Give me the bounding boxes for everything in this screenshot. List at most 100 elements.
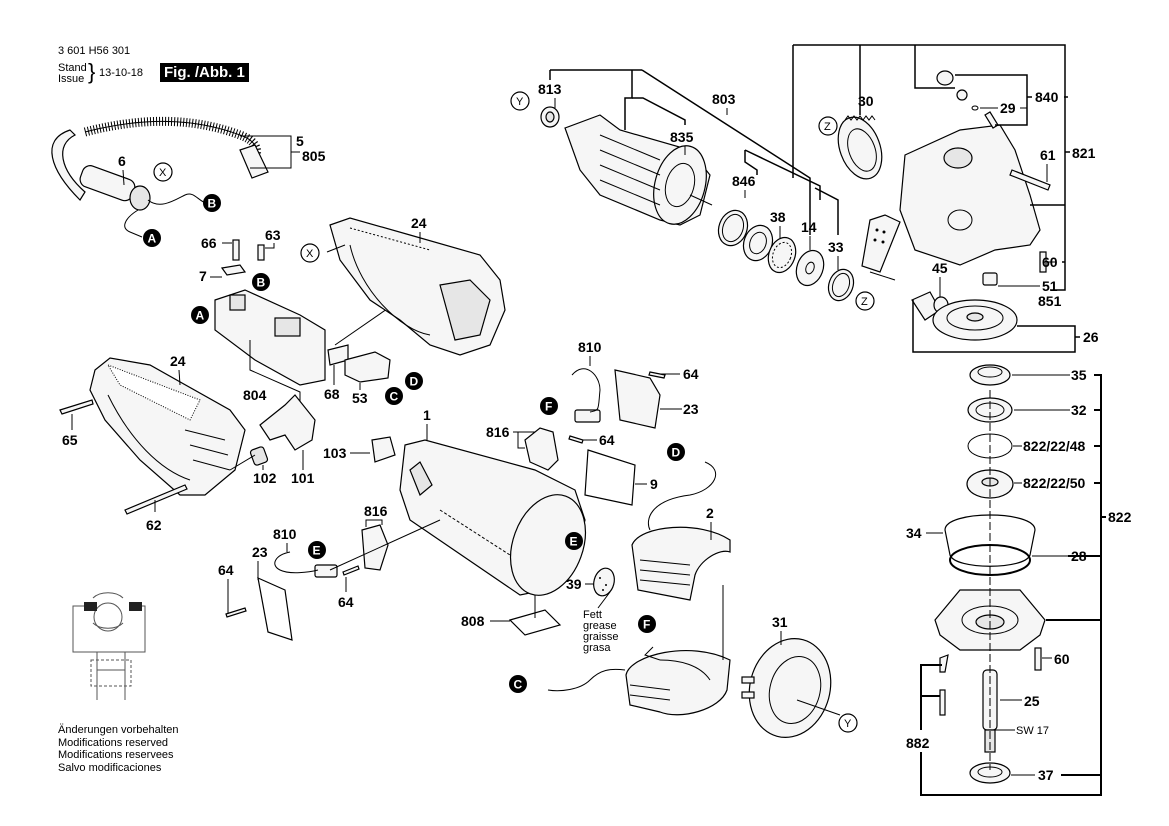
gear-housing-part[interactable] (899, 124, 1041, 266)
armature-part[interactable] (540, 106, 715, 230)
brace: } (88, 59, 96, 84)
callout-61: 61 (1040, 147, 1056, 163)
lever-part[interactable] (249, 394, 316, 466)
lower-callouts: 2 39 Fett grease graisse grasa 808 31 (461, 505, 841, 716)
svg-text:B: B (208, 197, 217, 211)
gear-head-callouts: 30 840 29 61 821 60 51 851 45 26 (793, 44, 1099, 353)
callout-821: 821 (1072, 145, 1096, 161)
ref-z-gear: Z (818, 116, 838, 136)
svg-text:F: F (643, 618, 650, 632)
issue-date: 13-10-18 (99, 67, 144, 79)
motor-housing-part[interactable] (371, 436, 599, 606)
callout-1: 1 (423, 407, 431, 423)
bearing-set-part[interactable] (714, 206, 858, 304)
connector-b-cord: B (203, 194, 221, 212)
brush-upper-callouts: 810 64 23 816 64 9 (486, 339, 717, 531)
svg-text:X: X (159, 167, 167, 179)
svg-text:X: X (306, 248, 314, 260)
connector-d-coil: D (667, 443, 685, 461)
callout-101: 101 (291, 470, 315, 486)
callout-2: 2 (706, 505, 714, 521)
rear-handle-part[interactable] (89, 357, 246, 496)
endcap-part[interactable] (738, 629, 841, 746)
callout-26: 26 (1083, 329, 1099, 345)
field-coil-upper-part[interactable] (631, 526, 731, 601)
brush-holder-upper-part[interactable] (524, 368, 661, 506)
svg-text:Y: Y (516, 96, 524, 108)
callout-32: 32 (1071, 402, 1087, 418)
grease-note-de: Fett (583, 609, 602, 621)
callout-62: 62 (146, 517, 162, 533)
stand-label: Stand (58, 62, 87, 74)
callout-60-upper: 60 (1042, 254, 1058, 270)
svg-text:Z: Z (861, 296, 868, 308)
callout-813: 813 (538, 81, 562, 97)
svg-text:C: C (514, 678, 523, 692)
large-bevel-gear-part[interactable] (932, 299, 1018, 341)
cord-callouts: 5 805 6 (118, 133, 326, 238)
connector-f-brush: F (540, 397, 558, 415)
callout-68: 68 (324, 386, 340, 402)
callout-37: 37 (1038, 767, 1054, 783)
svg-text:D: D (672, 446, 681, 460)
power-cord-part[interactable] (51, 116, 269, 211)
callout-9: 9 (650, 476, 658, 492)
spindle-callouts: 35 32 822/22/48 822/22/50 822 34 28 60 2… (906, 367, 1132, 796)
bevel-gear-small-part[interactable] (830, 111, 889, 185)
callout-65: 65 (62, 432, 78, 448)
callout-25: 25 (1024, 693, 1040, 709)
issue-label: Issue (58, 73, 85, 85)
callout-805: 805 (302, 148, 326, 164)
connector-e-coil: E (565, 532, 583, 550)
callout-5: 5 (296, 133, 304, 149)
switch-part[interactable] (214, 239, 391, 386)
callout-51: 51 (1042, 278, 1058, 294)
callout-31: 31 (772, 614, 788, 630)
connector-a-switch: A (191, 306, 209, 324)
callout-816-lower: 816 (364, 503, 388, 519)
grease-cap-part[interactable] (591, 566, 618, 598)
callout-64-upper-mid: 64 (599, 432, 615, 448)
callout-30: 30 (858, 93, 874, 109)
callout-846: 846 (732, 173, 756, 189)
modifications-note: Änderungen vorbehalten Modifications res… (58, 724, 178, 774)
callout-45: 45 (932, 260, 948, 276)
wiring-schematic (72, 592, 146, 700)
callout-840: 840 (1035, 89, 1059, 105)
brush-holder-lower-part[interactable] (257, 524, 389, 641)
callout-851: 851 (1038, 293, 1062, 309)
ref-x-cord: X (153, 162, 173, 182)
svg-text:A: A (196, 309, 205, 323)
gear-head-small-parts[interactable] (911, 70, 1051, 321)
field-coil-lower-part[interactable] (625, 649, 731, 716)
svg-text:E: E (570, 535, 578, 549)
callout-33: 33 (828, 239, 844, 255)
callout-822-22-50: 822/22/50 (1023, 475, 1085, 491)
callout-60-lower: 60 (1054, 651, 1070, 667)
callout-23-lower: 23 (252, 544, 268, 560)
callout-102: 102 (253, 470, 277, 486)
callout-14: 14 (801, 219, 817, 235)
part-number: 3 601 H56 301 (58, 45, 131, 57)
callout-822-22-48: 822/22/48 (1023, 438, 1085, 454)
callout-38: 38 (770, 209, 786, 225)
callout-66: 66 (201, 235, 217, 251)
brush-lower-callouts: 816 810 23 64 64 (218, 503, 441, 618)
callout-6: 6 (118, 153, 126, 169)
label-plate-part[interactable] (508, 609, 562, 636)
footer-line-en: Modifications reserved (58, 736, 169, 749)
brush-plate-part[interactable] (861, 214, 901, 273)
footer-line-fr: Modifications reservees (58, 749, 174, 761)
callout-24-lower: 24 (170, 353, 186, 369)
svg-text:Z: Z (824, 121, 831, 133)
motor-housing-rear-part[interactable] (329, 217, 506, 356)
connector-a-cord: A (143, 229, 161, 247)
footer-line-es: Salvo modificaciones (58, 761, 162, 774)
callout-64-lower-left: 64 (218, 562, 234, 578)
wrench-size-label: SW 17 (1016, 725, 1049, 737)
connector-c-switch: C (385, 387, 403, 405)
callout-35: 35 (1071, 367, 1087, 383)
callout-803: 803 (712, 91, 736, 107)
ref-z-bearing: Z (855, 291, 875, 311)
